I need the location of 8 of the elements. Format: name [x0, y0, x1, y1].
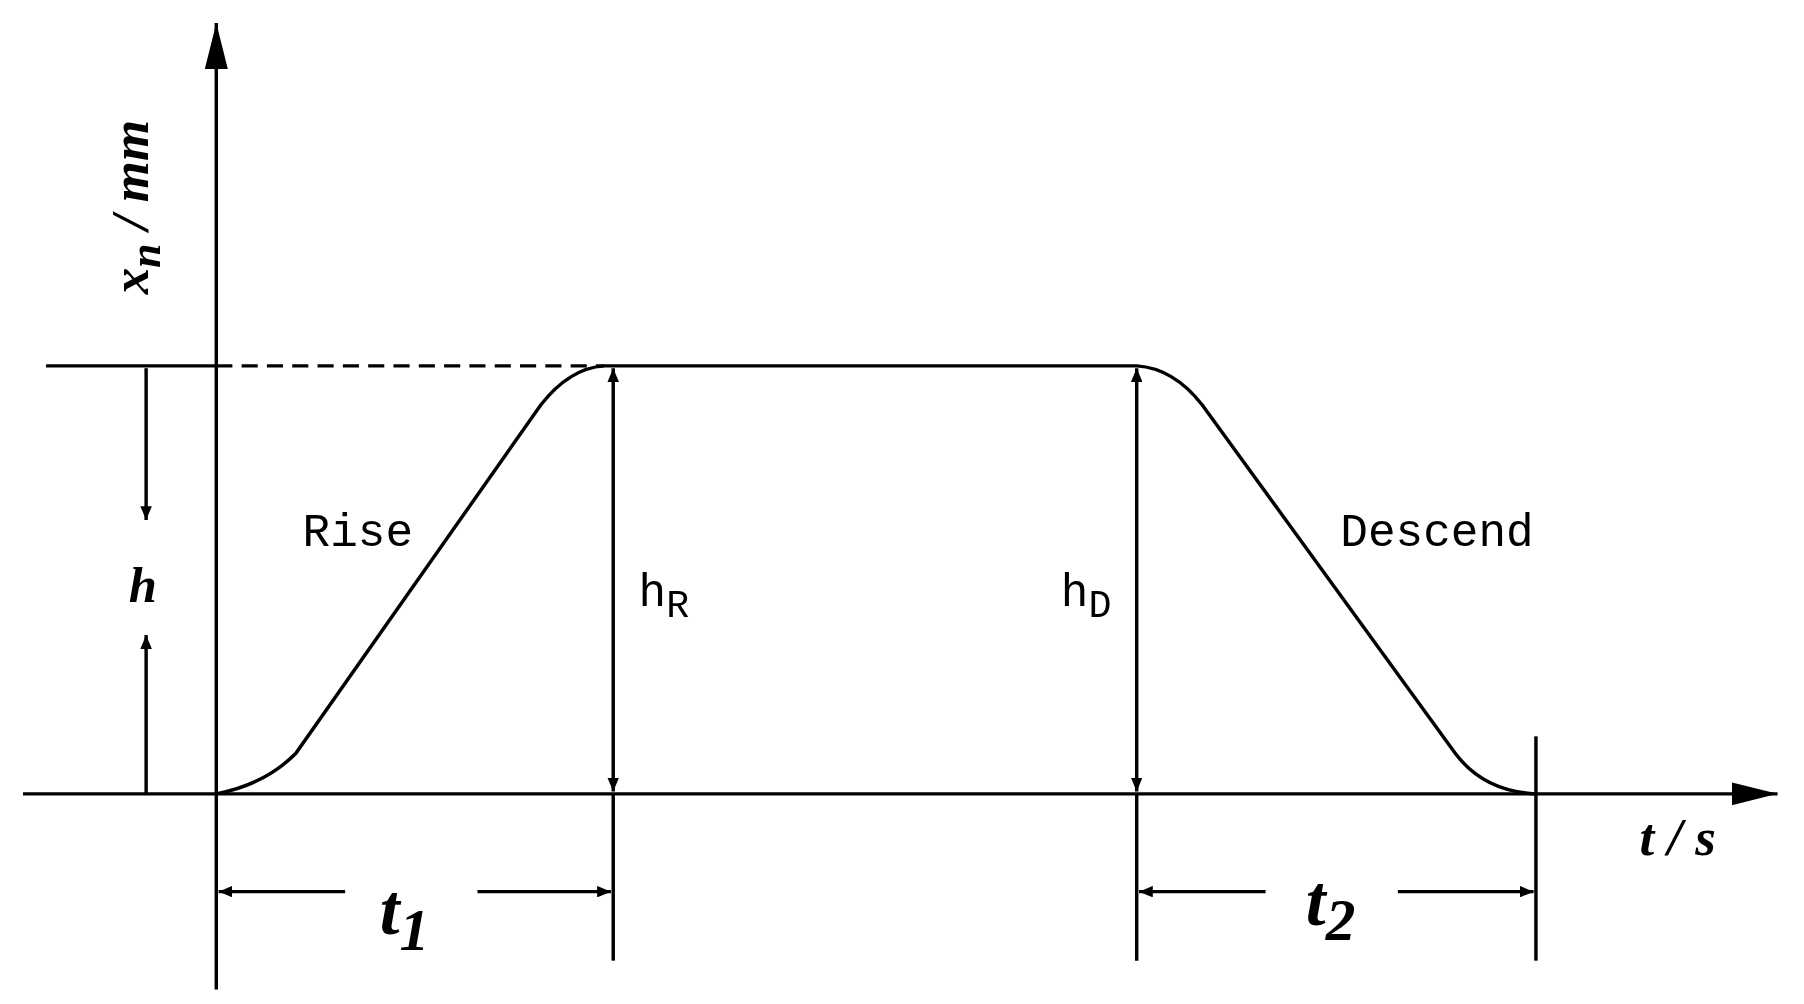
dimension-label: h$_{D}$ — [1060, 571, 1112, 627]
dimension-label: h$_{R}$ — [638, 571, 690, 627]
axis-label: t / s — [1639, 811, 1716, 865]
curve-label: Rise — [302, 512, 414, 558]
dimension-label: t$_{2}$ — [1305, 865, 1356, 951]
dimension-label: h — [128, 560, 158, 611]
dimension-label: t$_{1}$ — [379, 874, 430, 960]
curve-label: Descend — [1340, 512, 1534, 558]
